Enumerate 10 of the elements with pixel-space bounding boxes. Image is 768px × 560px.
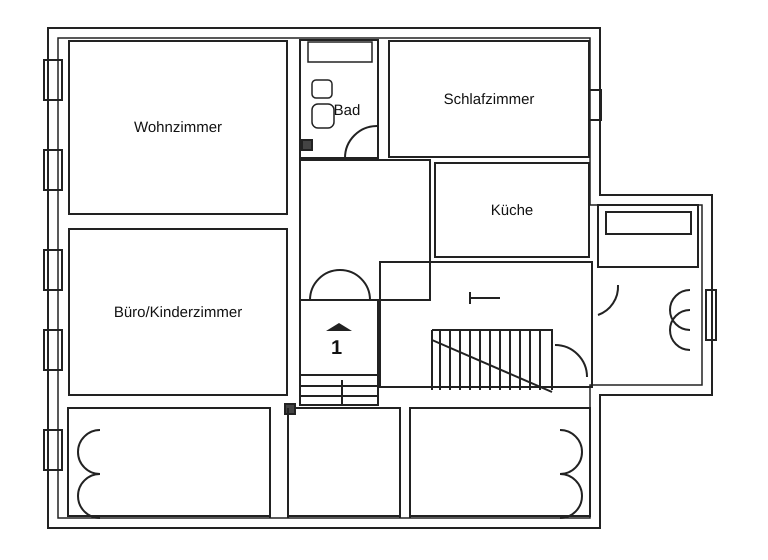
room-label: Bad [334, 102, 360, 118]
room-label: Wohnzimmer [134, 119, 222, 136]
room [68, 228, 288, 396]
room-label: Büro/Kinderzimmer [114, 304, 242, 320]
room-label: Küche [490, 202, 534, 218]
floor-number: 1 [331, 337, 342, 360]
room [68, 40, 288, 215]
room-label: Schlafzimmer [444, 90, 534, 108]
room [388, 40, 590, 158]
room [434, 162, 590, 258]
